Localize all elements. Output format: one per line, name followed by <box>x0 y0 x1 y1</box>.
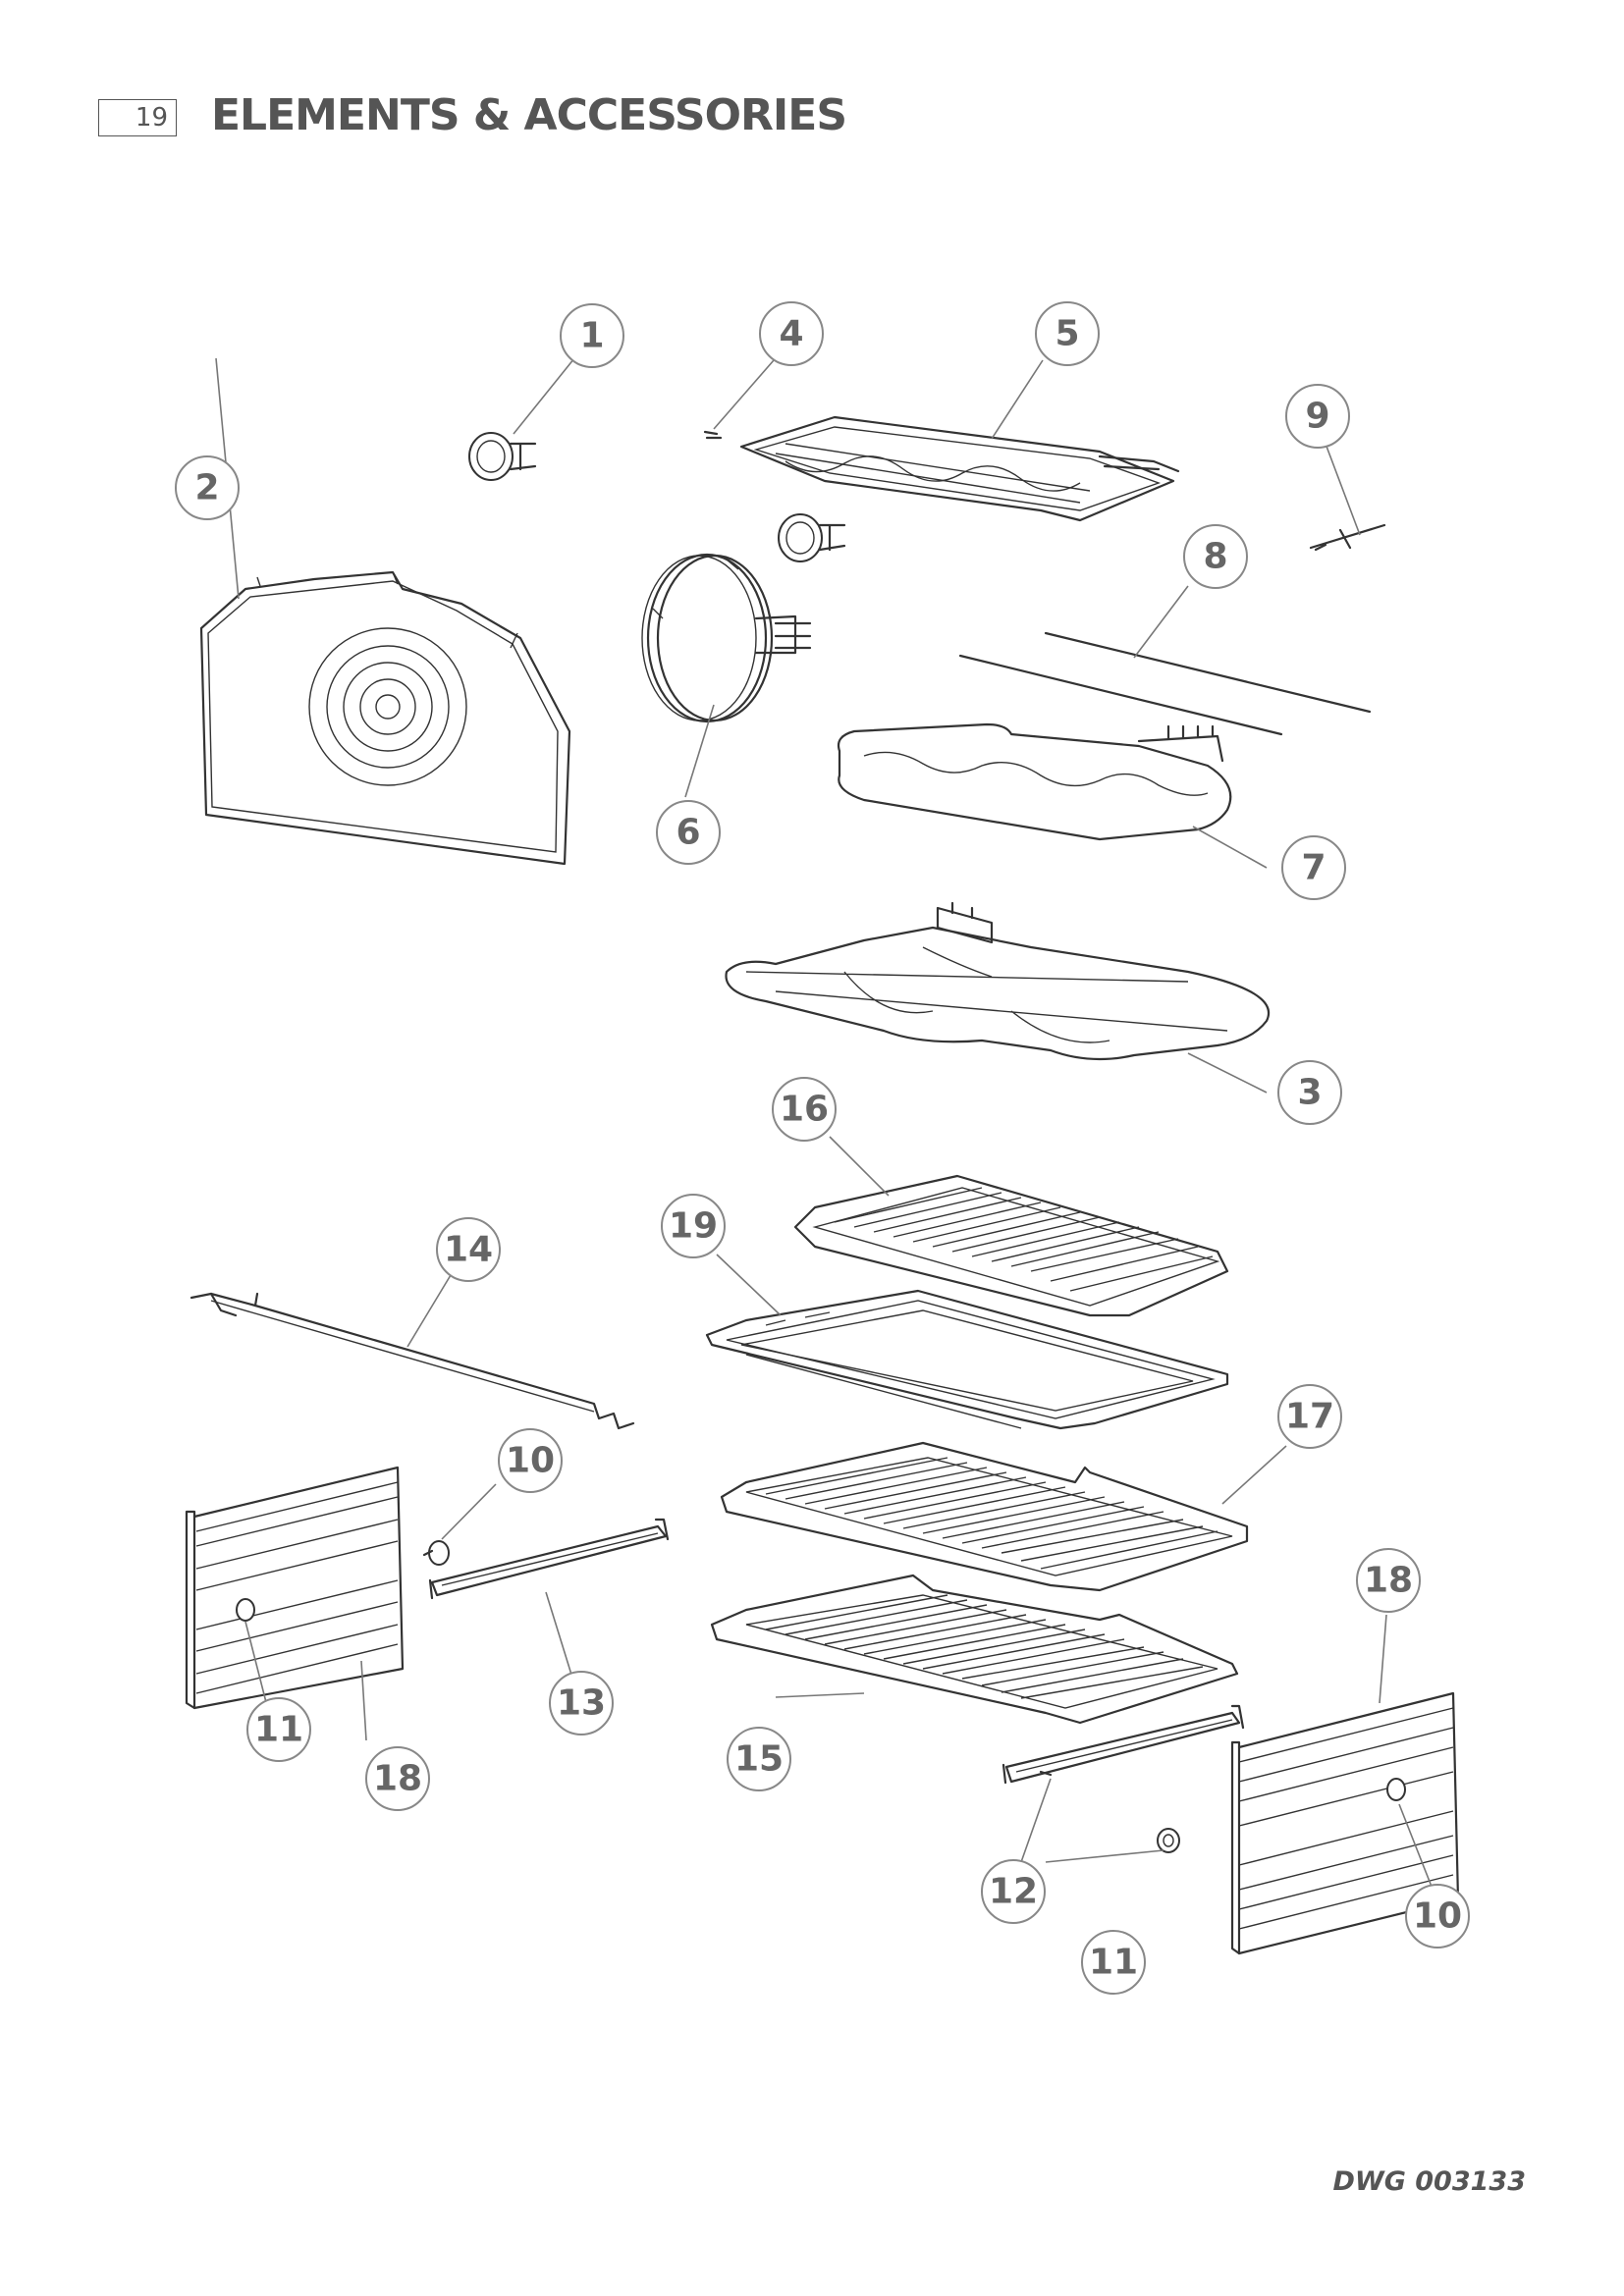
callout-15-label: 15 <box>734 1739 784 1780</box>
callout-2: 2 <box>175 455 240 520</box>
callout-11-right-label: 11 <box>1089 1943 1138 1983</box>
page-number-box: 19 <box>98 99 177 136</box>
part-sliding-shelf <box>710 1574 1239 1725</box>
part-slide-rail-left <box>428 1518 670 1600</box>
callout-4-label: 4 <box>779 314 803 354</box>
callout-12: 12 <box>981 1859 1046 1924</box>
callout-1-label: 1 <box>579 316 604 356</box>
callout-8-label: 8 <box>1203 537 1227 577</box>
callout-19-label: 19 <box>669 1206 718 1247</box>
callout-18-right: 18 <box>1356 1548 1421 1613</box>
part-rods <box>958 631 1372 736</box>
callout-3-label: 3 <box>1297 1073 1322 1113</box>
callout-18-left-label: 18 <box>373 1759 422 1799</box>
page-number: 19 <box>135 103 168 133</box>
callout-6: 6 <box>656 800 721 865</box>
callout-9: 9 <box>1285 384 1350 449</box>
callout-18-left: 18 <box>365 1746 430 1811</box>
callout-14-label: 14 <box>444 1230 493 1270</box>
part-grill-element <box>739 415 1180 522</box>
callout-19: 19 <box>661 1194 726 1258</box>
callout-3: 3 <box>1277 1060 1342 1125</box>
callout-15: 15 <box>727 1727 791 1791</box>
part-side-rack-right <box>1230 1691 1460 1955</box>
callout-11-left: 11 <box>246 1697 311 1762</box>
callout-16: 16 <box>772 1077 837 1142</box>
callout-10-right-label: 10 <box>1413 1896 1462 1937</box>
leader-lines <box>215 357 1435 1893</box>
part-lamp-2 <box>778 513 846 562</box>
callout-18-right-label: 18 <box>1364 1561 1413 1601</box>
callout-4: 4 <box>759 301 824 366</box>
callout-17: 17 <box>1277 1384 1342 1449</box>
callout-10-right: 10 <box>1405 1884 1470 1949</box>
part-circular-element <box>641 553 812 723</box>
callout-12-label: 12 <box>989 1872 1038 1912</box>
callout-6-label: 6 <box>676 813 700 853</box>
callout-13-label: 13 <box>557 1683 606 1724</box>
callout-10-left: 10 <box>498 1428 563 1493</box>
part-sensor <box>1309 523 1386 552</box>
part-base-element <box>725 901 1270 1061</box>
callout-1: 1 <box>560 303 624 368</box>
drawing-number: DWG 003133 <box>1332 2166 1526 2197</box>
callout-13: 13 <box>549 1671 614 1735</box>
callout-10-left-label: 10 <box>506 1441 555 1481</box>
part-clip <box>703 430 723 440</box>
part-baking-tray <box>705 1289 1229 1430</box>
part-slide-rail-right <box>1001 1704 1245 1785</box>
callout-8: 8 <box>1183 524 1248 589</box>
callout-5-label: 5 <box>1055 314 1079 354</box>
callout-9-label: 9 <box>1305 397 1329 437</box>
callout-17-label: 17 <box>1285 1397 1334 1437</box>
callout-11-right: 11 <box>1081 1930 1146 1995</box>
callout-14: 14 <box>436 1217 501 1282</box>
part-spacer-right <box>1157 1828 1180 1853</box>
callout-5: 5 <box>1035 301 1100 366</box>
part-knob-left <box>422 1540 450 1566</box>
part-fan-cover <box>199 570 571 866</box>
part-rotisserie-rod <box>189 1292 635 1430</box>
callout-2-label: 2 <box>194 468 219 508</box>
part-lower-element <box>837 722 1232 841</box>
callout-16-label: 16 <box>780 1090 829 1130</box>
part-grill-rack <box>793 1174 1229 1317</box>
callout-7: 7 <box>1281 835 1346 900</box>
part-side-rack-left <box>185 1466 405 1710</box>
callout-7-label: 7 <box>1301 848 1326 888</box>
page-title: ELEMENTS & ACCESSORIES <box>211 90 847 140</box>
callout-11-left-label: 11 <box>254 1710 303 1750</box>
part-wire-shelf <box>720 1441 1249 1592</box>
part-lamp <box>468 432 537 481</box>
